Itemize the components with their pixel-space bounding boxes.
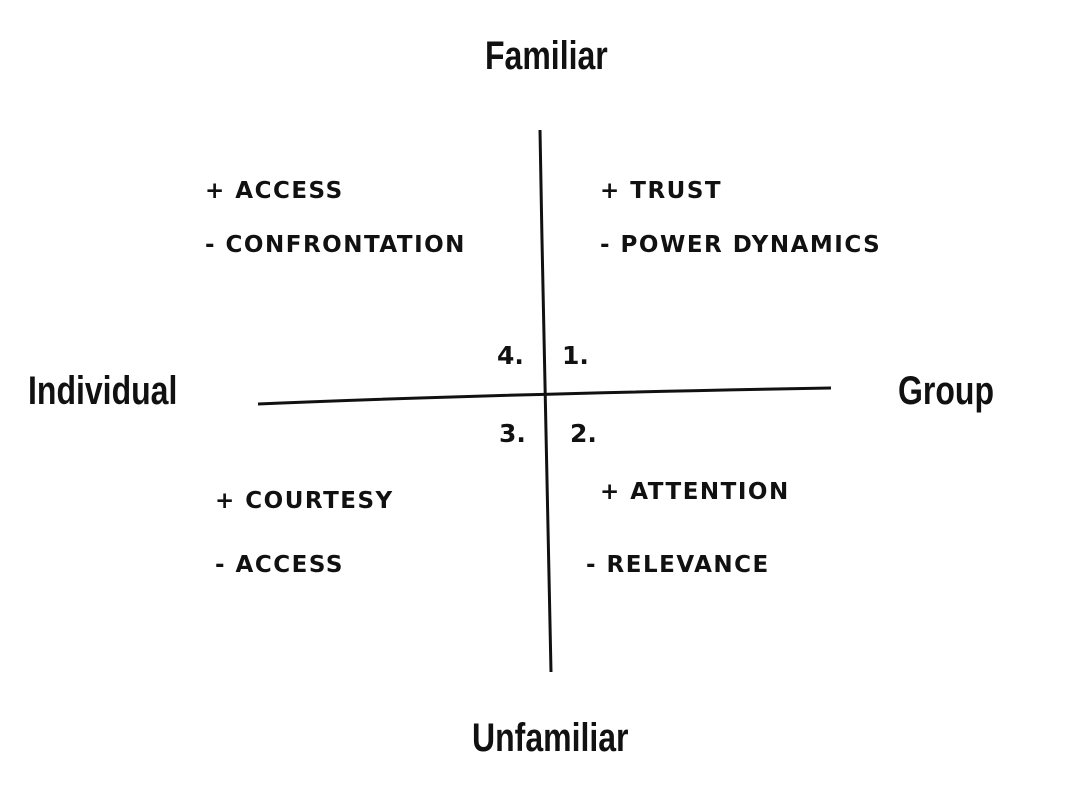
quadrant-number-1: 1. bbox=[562, 341, 589, 370]
axis-label-group: Group bbox=[898, 369, 994, 413]
quadrant-3-pro: + COURTESY bbox=[215, 488, 394, 514]
quadrant-4-pro: + ACCESS bbox=[205, 178, 344, 204]
quadrant-1-pro: + TRUST bbox=[600, 178, 723, 204]
vertical-axis-line bbox=[538, 129, 553, 673]
quadrant-number-4: 4. bbox=[497, 341, 524, 370]
quadrant-2-pro: + ATTENTION bbox=[600, 479, 790, 505]
quadrant-number-2: 2. bbox=[570, 419, 597, 448]
quadrant-1-con: - POWER DYNAMICS bbox=[600, 232, 882, 258]
quadrant-2-con: - RELEVANCE bbox=[586, 552, 770, 578]
axis-label-unfamiliar: Unfamiliar bbox=[472, 716, 629, 760]
horizontal-axis-line bbox=[257, 386, 832, 406]
axis-label-familiar: Familiar bbox=[485, 34, 608, 78]
quadrant-3-con: - ACCESS bbox=[215, 552, 344, 578]
quadrant-4-con: - CONFRONTATION bbox=[205, 232, 466, 258]
axis-label-individual: Individual bbox=[28, 369, 178, 413]
quadrant-number-3: 3. bbox=[499, 419, 526, 448]
